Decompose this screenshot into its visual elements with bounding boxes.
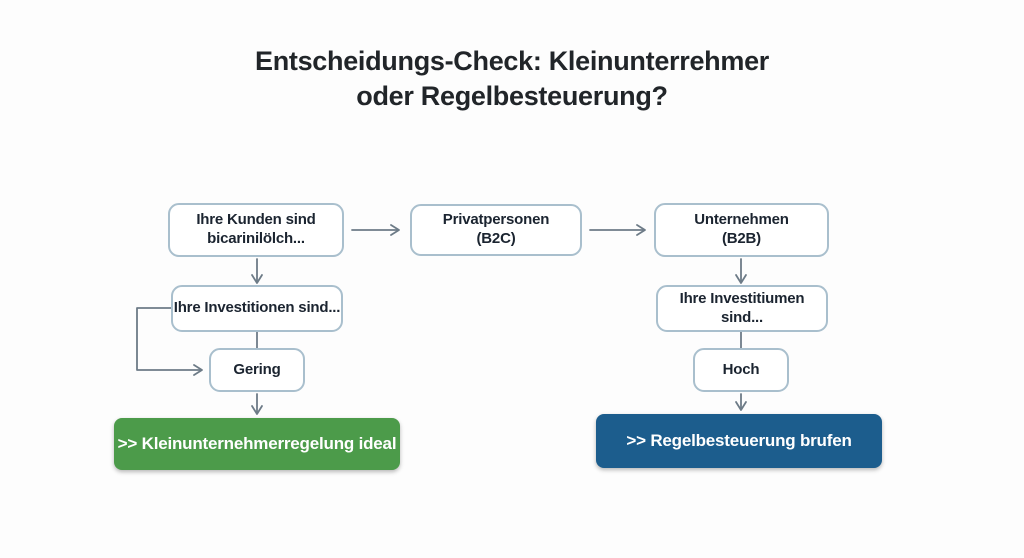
arrowhead-right-2 (636, 224, 646, 236)
arrowhead-down-1 (251, 274, 263, 284)
arrowhead-down-2 (251, 405, 263, 415)
node-gering: Gering (209, 348, 305, 392)
node-investitionen-links: Ihre Investitionen sind... (171, 285, 343, 332)
arrowhead-right-3 (193, 364, 203, 376)
node-kunden: Ihre Kunden sind bicarinilölch... (168, 203, 344, 257)
arrowhead-down-3 (735, 274, 747, 284)
arrowhead-right-1 (390, 224, 400, 236)
page-title: Entscheidungs-Check: Kleinunterrehmer od… (254, 46, 769, 111)
node-hoch: Hoch (693, 348, 789, 392)
result-kleinunternehmerregelung: >> Kleinunternehmerregelung ideal (114, 418, 400, 470)
result-regelbesteuerung: >> Regelbesteuerung brufen (596, 414, 882, 468)
arrowhead-down-4 (735, 401, 747, 411)
node-investitiumen-rechts: Ihre Investitiumen sind... (656, 285, 828, 332)
node-privatpersonen-b2c: Privatpersonen (B2C) (410, 204, 582, 256)
node-unternehmen-b2b: Unternehmen (B2B) (654, 203, 829, 257)
